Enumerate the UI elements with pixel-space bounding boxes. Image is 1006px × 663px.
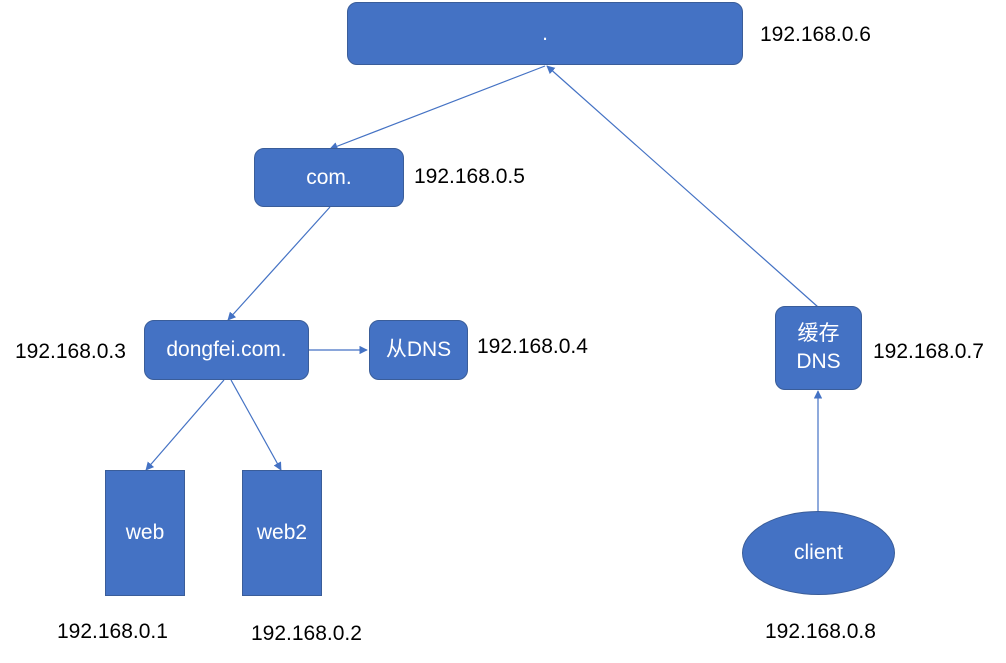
edge-cache-to-root: [546, 65, 819, 308]
web2-server-ip: 192.168.0.2: [251, 622, 362, 645]
dongfei-dns-label: dongfei.com.: [166, 338, 287, 361]
slave-dns-ip: 192.168.0.4: [477, 335, 588, 358]
com-dns-node: com.: [254, 148, 404, 207]
web2-server-label: web2: [256, 521, 308, 544]
edge-root-to-com: [329, 65, 546, 151]
edge-dongfei-to-web: [145, 379, 225, 471]
dongfei-dns-ip: 192.168.0.3: [15, 340, 126, 363]
client-label: client: [793, 541, 844, 564]
client-node: client: [742, 511, 895, 595]
com-dns-label: com.: [306, 165, 352, 189]
web-server-ip: 192.168.0.1: [57, 620, 168, 643]
edge-dongfei-to-web2: [230, 379, 282, 471]
cache-dns-label-line1: 缓存: [797, 322, 840, 345]
slave-dns-label: 从DNS: [385, 338, 452, 361]
cache-dns-node: 缓存 DNS: [775, 306, 862, 390]
com-dns-ip: 192.168.0.5: [414, 165, 525, 188]
cache-dns-ip: 192.168.0.7: [873, 340, 984, 363]
slave-dns-node: 从DNS: [369, 320, 468, 380]
web2-server-node: web2: [242, 470, 322, 596]
edge-com-to-dongfei: [227, 206, 331, 321]
cache-dns-label-line2: DNS: [796, 350, 841, 373]
root-dns-label: .: [542, 21, 548, 45]
web-server-label: web: [125, 521, 165, 544]
web-server-node: web: [105, 470, 185, 596]
dongfei-dns-node: dongfei.com.: [144, 320, 309, 380]
root-dns-ip: 192.168.0.6: [760, 23, 871, 46]
client-ip: 192.168.0.8: [765, 620, 876, 643]
root-dns-node: .: [347, 2, 743, 65]
